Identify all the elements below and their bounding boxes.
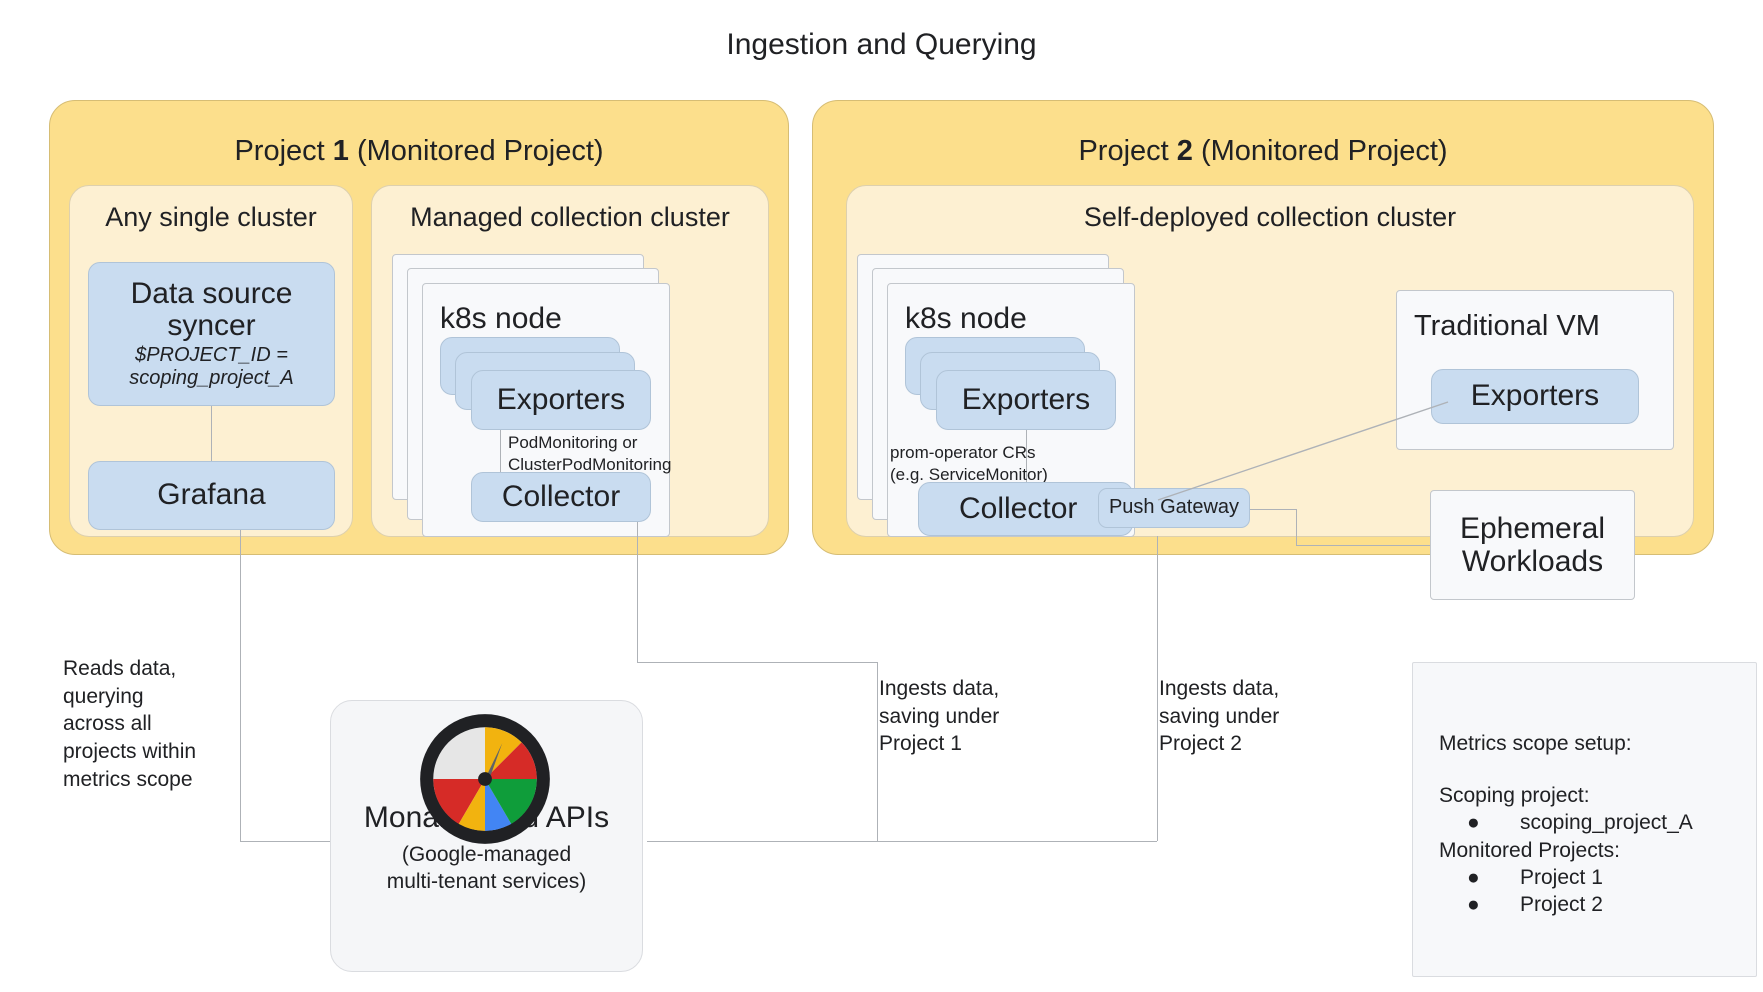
connector-syncer-grafana — [211, 406, 212, 461]
connector-collector-p1-down2 — [877, 662, 878, 841]
cluster-managed-collection-title: Managed collection cluster — [410, 202, 730, 232]
grafana-box[interactable]: Grafana — [88, 461, 335, 530]
collector-label-p2: Collector — [959, 491, 1078, 525]
connector-exporters-collector-p1 — [500, 430, 501, 478]
connector-vm-collector — [1157, 401, 1449, 501]
legend-monitored-item-1: Project 2 — [1520, 893, 1603, 916]
connector-grafana-down — [240, 530, 241, 841]
collector-label-p1: Collector — [501, 479, 621, 513]
legend-monitored-heading: Monitored Projects: — [1439, 839, 1620, 862]
exporters-box-p2[interactable]: Exporters — [936, 370, 1116, 430]
grafana-label: Grafana — [157, 478, 266, 512]
project-2-title: Project 2 (Monitored Project) — [1078, 135, 1448, 167]
page-title: Ingestion and Querying — [726, 28, 1037, 61]
exporters-label-p1: Exporters — [496, 382, 626, 416]
exporters-label-p2: Exporters — [961, 382, 1091, 416]
cloud-monitoring-gauge-icon — [420, 714, 550, 844]
data-source-syncer-label: Data source syncer — [130, 276, 293, 342]
connector-collector-p2-left — [877, 841, 1157, 842]
data-source-syncer-subline1: $PROJECT_ID = — [135, 344, 288, 367]
traditional-vm-exporters-label: Exporters — [1470, 379, 1600, 413]
k8s-node-label-p1: k8s node — [440, 302, 562, 335]
collector-box-p2[interactable]: Collector — [918, 482, 1133, 536]
legend-bullet-monitored-1: ● — [1467, 893, 1480, 916]
legend-monitored-item-0: Project 1 — [1520, 866, 1603, 889]
connector-pushgateway-ephemeral-2 — [1296, 545, 1430, 546]
push-gateway-label: Push Gateway — [1108, 496, 1240, 519]
caption-ingest-project-1: Ingests data, saving under Project 1 — [879, 677, 1000, 756]
traditional-vm-exporters-box[interactable]: Exporters — [1431, 369, 1639, 424]
metrics-scope-legend: Metrics scope setup: Scoping project: ● … — [1412, 662, 1757, 977]
connector-collector-p1-down — [637, 522, 638, 662]
k8s-node-label-p2: k8s node — [905, 302, 1027, 335]
ephemeral-workloads-panel[interactable]: Ephemeral Workloads — [1430, 490, 1635, 600]
connector-pushgateway-ephemeral-3 — [1296, 509, 1297, 545]
cluster-self-deployed-title: Self-deployed collection cluster — [1083, 202, 1457, 232]
traditional-vm-title: Traditional VM — [1414, 310, 1600, 342]
edge-label-podmonitoring: PodMonitoring or ClusterPodMonitoring — [508, 433, 672, 474]
data-source-syncer-box[interactable]: Data source syncer $PROJECT_ID = scoping… — [88, 262, 335, 406]
data-source-syncer-subline2: scoping_project_A — [129, 367, 294, 390]
legend-scoping-heading: Scoping project: — [1439, 784, 1590, 807]
project-1-title: Project 1 (Monitored Project) — [234, 135, 604, 167]
connector-exporters-collector-p2 — [1026, 430, 1027, 485]
collector-box-p1[interactable]: Collector — [471, 472, 651, 522]
legend-scoping-item-0: scoping_project_A — [1520, 811, 1693, 834]
exporters-box-p1[interactable]: Exporters — [471, 370, 651, 430]
legend-heading: Metrics scope setup: — [1439, 732, 1632, 755]
edge-label-prom-operator: prom-operator CRs (e.g. ServiceMonitor) — [890, 443, 1048, 484]
monarch-subtitle: (Google-managed multi-tenant services) — [386, 843, 587, 894]
connector-collector-p1-right — [637, 662, 877, 663]
connector-grafana-right — [240, 841, 335, 842]
ephemeral-workloads-label: Ephemeral Workloads — [1459, 512, 1606, 578]
cluster-any-single-title: Any single cluster — [105, 202, 317, 232]
connector-pushgateway-ephemeral — [1250, 509, 1296, 510]
legend-bullet-monitored-0: ● — [1467, 866, 1480, 889]
caption-ingest-project-2: Ingests data, saving under Project 2 — [1159, 677, 1280, 756]
connector-collector-p1-to-monarch — [647, 841, 877, 842]
caption-reads-data: Reads data, querying across all projects… — [63, 657, 197, 791]
connector-collector-p2-down — [1157, 536, 1158, 841]
legend-bullet-scoping-0: ● — [1467, 811, 1480, 834]
